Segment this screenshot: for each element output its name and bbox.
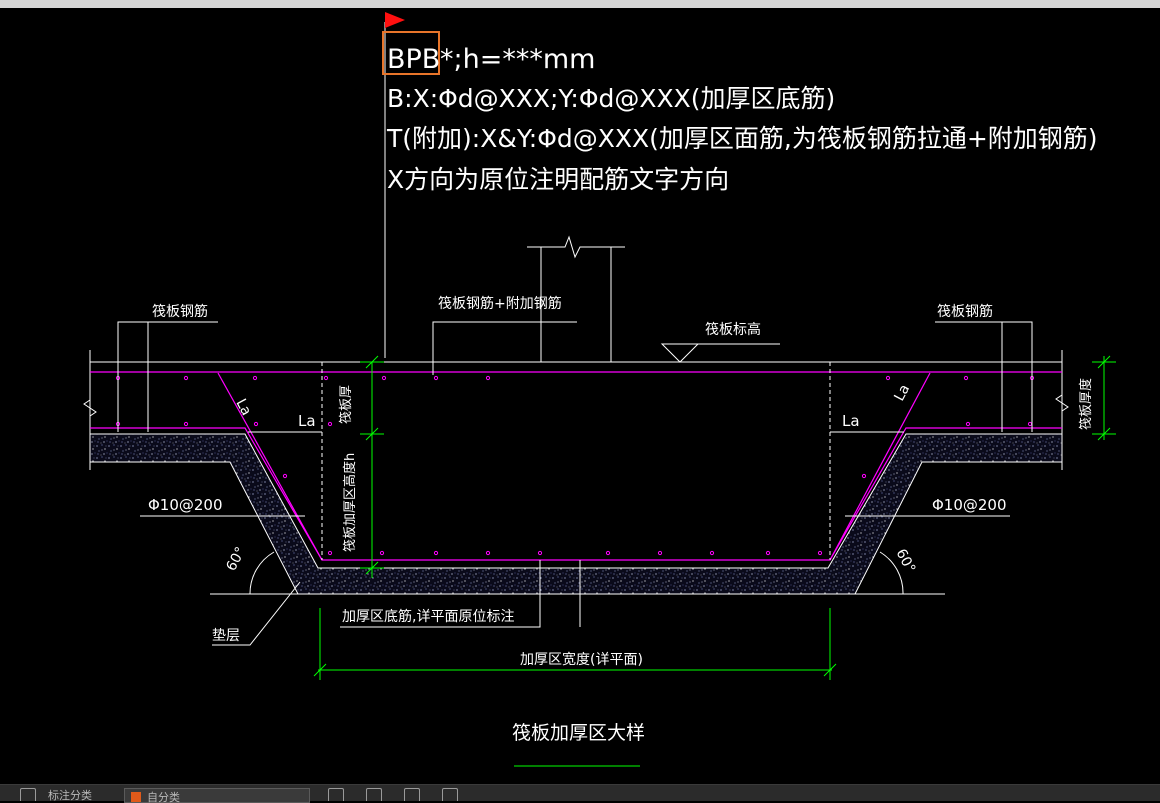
label-la-right: La xyxy=(842,412,860,430)
note-line1-code: BPB xyxy=(387,44,440,75)
leader-raft-rebar-right xyxy=(935,321,1033,432)
save-icon[interactable] xyxy=(442,788,458,801)
label-bottom-rebar: 加厚区底筋,详平面原位标注 xyxy=(342,608,514,625)
label-phi-left: Φ10@200 xyxy=(148,496,223,514)
label-raft-rebar-right: 筏板钢筋 xyxy=(937,303,993,320)
copy-icon[interactable] xyxy=(404,788,420,801)
leader-bottom-rebar xyxy=(340,560,541,628)
angle-arc-left xyxy=(249,551,275,595)
note-line2: B:X:Φd@XXX;Y:Φd@XXX(加厚区底筋) xyxy=(387,84,835,113)
label-raft-plus-extra: 筏板钢筋+附加钢筋 xyxy=(438,295,562,312)
label-angle-left: 60° xyxy=(223,544,249,573)
label-raft-thickness: 筏板厚 xyxy=(338,385,354,424)
cushion-layer xyxy=(89,433,1063,595)
column-stub-outline xyxy=(527,235,625,362)
break-line-right xyxy=(1055,394,1069,412)
note-line4: X方向为原位注明配筋文字方向 xyxy=(387,165,729,194)
label-cushion: 垫层 xyxy=(212,628,240,644)
dimension-lines xyxy=(313,355,1116,680)
toolbar-label-category: 标注分类 xyxy=(48,789,92,801)
elevation-triangle-icon xyxy=(660,343,700,363)
layer-icon[interactable] xyxy=(20,788,36,801)
red-flag-icon[interactable] xyxy=(385,12,405,28)
rebar-la-right-slope xyxy=(829,372,931,561)
label-raft-elevation: 筏板标高 xyxy=(705,321,761,338)
label-angle-right: 60° xyxy=(892,546,918,575)
leader-raft-rebar-left xyxy=(117,321,218,432)
dropdown-value: 自分类 xyxy=(147,791,180,803)
label-phi-right: Φ10@200 xyxy=(932,496,1007,514)
label-raft-rebar-left: 筏板钢筋 xyxy=(152,303,208,320)
label-la-left: La xyxy=(298,412,316,430)
angle-arc-right xyxy=(879,551,904,595)
label-thickening-height: 筏板加厚区高度h xyxy=(342,453,358,552)
up-arrow-icon[interactable] xyxy=(366,788,382,801)
note-line3: T(附加):X&Y:Φd@XXX(加厚区面筋,为筏板钢筋拉通+附加钢筋) xyxy=(386,124,1098,153)
leader-cushion xyxy=(212,581,301,646)
bpb-highlight-box[interactable] xyxy=(382,31,440,75)
rebar-bottom xyxy=(90,427,1062,561)
drawing-title: 筏板加厚区大样 xyxy=(512,722,645,744)
label-raft-thickness-right: 筏板厚度 xyxy=(1078,378,1094,430)
edit-icon[interactable] xyxy=(328,788,344,801)
cad-drawing-canvas[interactable]: BPB *;h=***mm B:X:Φd@XXX;Y:Φd@XXX(加厚区底筋)… xyxy=(0,8,1160,784)
label-la-right-slope: La xyxy=(891,382,913,404)
window-top-strip xyxy=(0,0,1160,8)
category-dropdown[interactable]: 自分类 xyxy=(124,788,310,803)
color-swatch xyxy=(131,792,141,802)
bottom-toolbar: 标注分类 自分类 xyxy=(0,784,1160,803)
label-width: 加厚区宽度(详平面) xyxy=(520,651,643,668)
leader-raft-plus xyxy=(432,321,577,375)
rebar-la-left-slope xyxy=(217,372,323,561)
label-la-left-slope: La xyxy=(232,396,254,418)
break-line-left xyxy=(83,399,97,417)
note-line1-rest: *;h=***mm xyxy=(440,44,595,75)
